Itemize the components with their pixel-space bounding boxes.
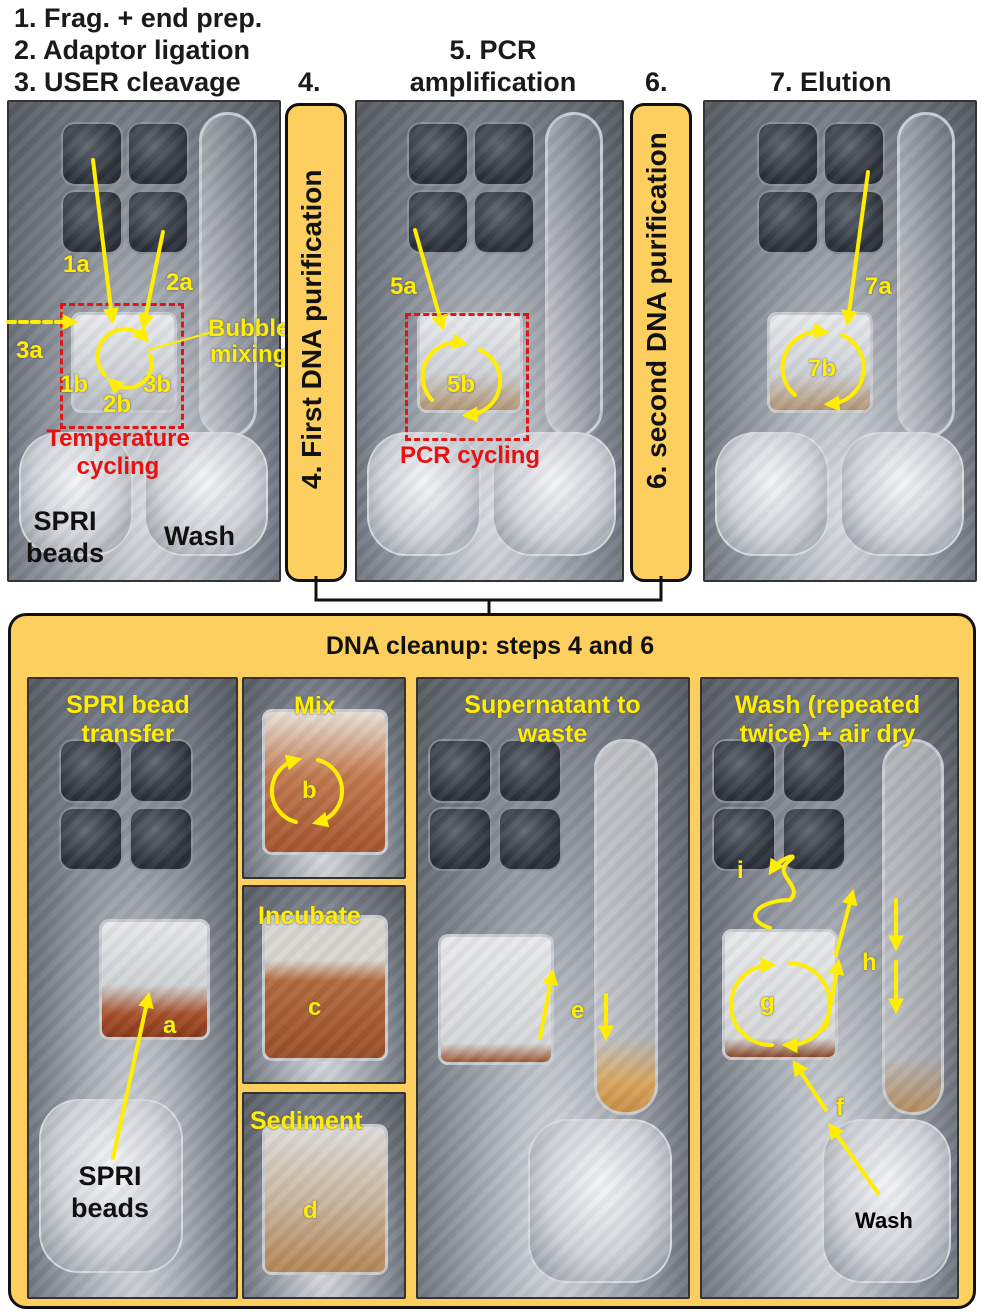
label-a: a bbox=[163, 1012, 177, 1039]
step4-header: 4. bbox=[298, 67, 321, 97]
circle-g-right bbox=[781, 961, 832, 1054]
bubble-line-2: mixing bbox=[209, 341, 288, 368]
wash-photo bbox=[700, 677, 959, 1299]
arrow-1a bbox=[91, 158, 119, 325]
pcr-cycling-box bbox=[405, 313, 529, 441]
step123-header: 1. Frag. + end prep. 2. Adaptor ligation… bbox=[14, 2, 262, 98]
sediment-photo bbox=[242, 1092, 406, 1299]
label-e: e bbox=[571, 997, 585, 1024]
label-1a: 1a bbox=[63, 251, 90, 278]
spri-line-2: beads bbox=[25, 538, 105, 568]
second-purification-pill bbox=[630, 103, 692, 582]
circle-3b bbox=[107, 353, 154, 395]
mix-title: Mix bbox=[294, 692, 336, 720]
label-f: f bbox=[836, 1094, 844, 1121]
arrow-f-1 bbox=[792, 1059, 828, 1112]
panel-step7-photo bbox=[703, 100, 977, 582]
temperature-cycling-label: Temperature cycling bbox=[28, 425, 208, 481]
circle-7b-top bbox=[780, 322, 830, 397]
label-7b: 7b bbox=[808, 355, 837, 382]
label-i: i bbox=[737, 857, 744, 884]
wash-title: Wash (repeated twice) + air dry bbox=[705, 691, 950, 749]
step5-header: 5. PCR amplification bbox=[398, 34, 588, 98]
supernatant-photo bbox=[416, 677, 690, 1299]
wash-bottom-label: Wash bbox=[855, 1208, 913, 1233]
arrow-up-1 bbox=[824, 958, 845, 1030]
header-line-3: 3. USER cleavage bbox=[14, 67, 241, 97]
label-5a: 5a bbox=[390, 273, 417, 300]
arrow-f-2 bbox=[828, 1122, 880, 1195]
label-2a: 2a bbox=[166, 269, 193, 296]
step6-header: 6. bbox=[645, 67, 668, 97]
mix-photo bbox=[242, 677, 406, 879]
arrow-e-up bbox=[538, 968, 559, 1040]
label-h: h bbox=[862, 949, 877, 976]
label-5b: 5b bbox=[447, 371, 476, 398]
arrow-7a bbox=[841, 170, 870, 327]
transfer-title-line-1: SPRI bead bbox=[66, 691, 190, 719]
sediment-title: Sediment bbox=[250, 1107, 363, 1135]
squiggle-i bbox=[753, 854, 796, 930]
arrow-5a bbox=[413, 228, 448, 332]
bubble-mixing-label: Bubble mixing bbox=[208, 316, 289, 368]
bubble-line-1: Bubble bbox=[208, 315, 290, 342]
panel-step5-photo bbox=[355, 100, 624, 582]
wash-label: Wash bbox=[164, 521, 236, 551]
label-3a: 3a bbox=[16, 337, 43, 364]
transfer-spri-line-1: SPRI bbox=[78, 1161, 142, 1191]
incubate-title: Incubate bbox=[258, 902, 361, 930]
supernatant-title-line-1: Supernatant to bbox=[464, 691, 641, 719]
circle-7b-bottom bbox=[823, 333, 866, 412]
supernatant-title: Supernatant to waste bbox=[430, 691, 675, 749]
spri-transfer-photo bbox=[27, 677, 238, 1299]
pcr-cycling-label: PCR cycling bbox=[399, 442, 541, 469]
circle-5b-bottom bbox=[461, 348, 503, 423]
step5-line-2: amplification bbox=[409, 67, 577, 97]
circle-1b bbox=[95, 325, 150, 377]
circle-b-right bbox=[311, 758, 345, 828]
circle-b-left bbox=[269, 754, 303, 824]
bubble-pointer bbox=[147, 331, 213, 351]
step7-header: 7. Elution bbox=[770, 67, 892, 97]
transfer-title: SPRI bead transfer bbox=[38, 691, 218, 749]
arrow-2a bbox=[138, 230, 165, 331]
incubate-photo bbox=[242, 885, 406, 1084]
label-b: b bbox=[302, 777, 317, 804]
header-line-2: 2. Adaptor ligation bbox=[14, 35, 250, 65]
spri-beads-label: SPRI beads bbox=[20, 505, 110, 569]
step5-line-1: 5. PCR bbox=[449, 35, 537, 65]
temperature-cycling-box bbox=[60, 303, 184, 429]
label-g: g bbox=[760, 989, 775, 1016]
transfer-spri-line-2: beads bbox=[70, 1193, 150, 1223]
label-7a: 7a bbox=[865, 273, 892, 300]
circle-g-left bbox=[729, 957, 777, 1048]
transfer-title-line-2: transfer bbox=[81, 720, 175, 748]
temperature-line-2: cycling bbox=[76, 453, 160, 480]
label-1b: 1b bbox=[60, 371, 89, 398]
label-2b: 2b bbox=[103, 391, 132, 418]
circle-5b-top bbox=[420, 333, 469, 402]
wash-title-line-2: twice) + air dry bbox=[739, 720, 916, 748]
transfer-spri-beads: SPRI beads bbox=[60, 1160, 160, 1224]
first-purification-pill bbox=[285, 103, 347, 582]
temperature-line-1: Temperature bbox=[46, 425, 190, 452]
header-line-1: 1. Frag. + end prep. bbox=[14, 3, 263, 33]
wash-title-line-1: Wash (repeated bbox=[734, 691, 921, 719]
arrow-spri-a bbox=[111, 991, 154, 1160]
cleanup-title: DNA cleanup: steps 4 and 6 bbox=[325, 632, 655, 660]
spri-line-1: SPRI bbox=[33, 506, 97, 536]
arrow-up-2 bbox=[834, 888, 858, 957]
label-d: d bbox=[303, 1197, 318, 1224]
supernatant-title-line-2: waste bbox=[517, 720, 588, 748]
label-c: c bbox=[308, 994, 322, 1021]
